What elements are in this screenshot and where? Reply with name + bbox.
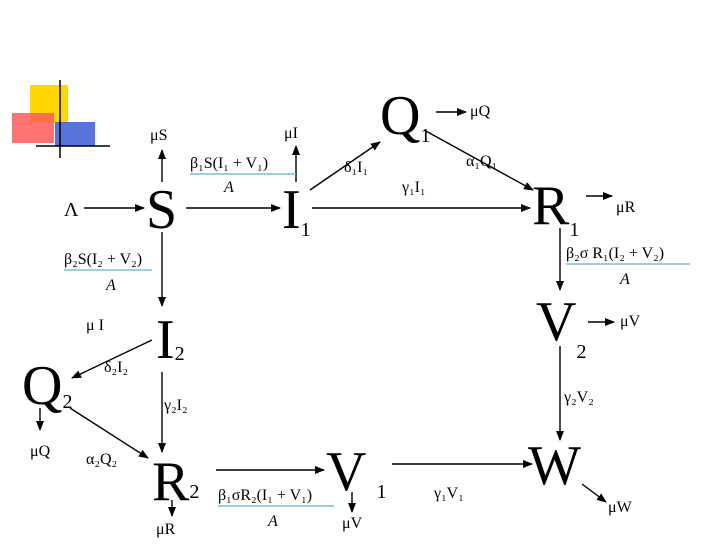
decorative-corner <box>12 80 110 158</box>
label-mu-q2: μQ <box>30 443 51 460</box>
deco-red-square <box>12 113 54 143</box>
label-alpha1: α₁Q₁ <box>466 153 497 170</box>
label-beta2s-num: β₂σ R₁(I₂ + V₂) <box>566 245 664 262</box>
node-v2: V2 <box>536 291 586 363</box>
node-q2: Q2 <box>22 355 72 417</box>
label-beta2-num: β₂S(I₂ + V₂) <box>64 251 142 268</box>
node-r2: R2 <box>152 451 199 513</box>
label-mu-v1: μV <box>342 515 363 532</box>
edge-w-mu <box>582 484 606 502</box>
label-delta2: δ₂I₂ <box>104 359 128 376</box>
node-r1: R1 <box>532 175 579 241</box>
label-mu-r2: μR <box>156 521 176 538</box>
label-beta2-den: A <box>105 277 116 294</box>
node-i1: I1 <box>282 179 311 241</box>
label-mu-v2: μV <box>620 313 641 330</box>
label-lambda: Λ <box>64 199 79 221</box>
label-beta2s-den: A <box>619 271 630 288</box>
node-w: W <box>528 435 581 497</box>
label-mu-w: μW <box>608 499 633 516</box>
label-mu-q1: μQ <box>470 103 491 120</box>
label-alpha2: α₂Q₂ <box>86 451 117 468</box>
label-beta1-num: β₁S(I₁ + V₁) <box>190 155 268 172</box>
label-beta1s-den: A <box>267 513 278 530</box>
label-gamma1v: γ₁V₁ <box>433 485 464 502</box>
label-mu-i1: μI <box>284 125 298 142</box>
deco-blue-square <box>55 122 95 146</box>
label-gamma1: γ₁I₁ <box>401 179 426 196</box>
label-beta1-den: A <box>223 179 234 196</box>
label-mu-i2: μ I <box>86 317 104 334</box>
label-beta1s-num: β₁σR₂(I₁ + V₁) <box>218 487 312 504</box>
node-i2: I2 <box>156 309 185 371</box>
label-gamma2v: γ₂V₂ <box>563 389 594 406</box>
label-mu-s: μS <box>150 127 167 144</box>
label-delta1: δ₁I₁ <box>344 159 368 176</box>
node-s: S <box>146 179 177 241</box>
label-mu-r1: μR <box>616 199 636 216</box>
node-q1: Q1 <box>380 85 430 147</box>
label-gamma2: γ₂I₂ <box>163 397 188 414</box>
